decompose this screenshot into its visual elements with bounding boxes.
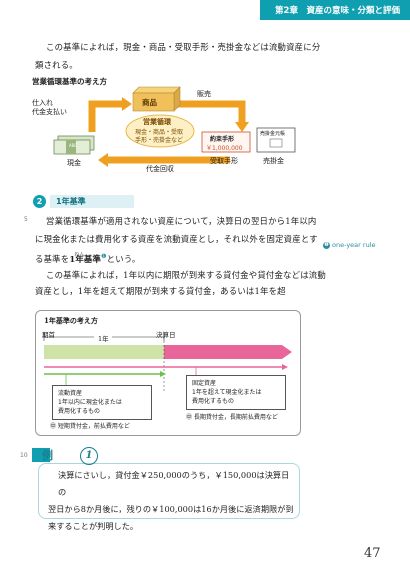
fixed-note-line-1: 固定資産 — [192, 380, 217, 387]
cycle-diagram-title: 営業循環基準の考え方 — [32, 77, 107, 86]
fixed-note-line-3: 費用化するもの — [192, 398, 235, 405]
example-number: 1 — [80, 447, 98, 465]
paragraph-2-line-2: に現金化または費用化する資産を流動資産とし，それ以外を固定資産とす — [35, 234, 318, 244]
payment-label: 代金支払い — [32, 108, 67, 116]
one-year-diagram-title: 1年基準の考え方 — [44, 316, 98, 325]
merchandise-label: 商品 — [142, 98, 157, 107]
paragraph-1-line-1: この基準によれば，現金・商品・受取手形・売掛金などは流動資産に分 — [46, 42, 321, 52]
current-period-bar — [44, 345, 164, 359]
purchase-label: 仕入れ — [32, 99, 53, 107]
cash-bundle-mark: ABC — [69, 143, 78, 148]
term-ruby: ねん — [74, 251, 85, 258]
one-year-label: 1年 — [98, 335, 109, 343]
current-note-line-3: 費用化するもの — [58, 408, 101, 415]
cash-label: 現金 — [67, 159, 81, 167]
current-assets-example: ㊥ 短期貸付金，前払費用など — [50, 423, 130, 430]
fixed-assets-example: ㊥ 長期貸付金，長期前払費用など — [186, 414, 278, 421]
fixed-assets-note: 固定資産 1年を超えて現金化または 費用化するもの — [186, 375, 286, 410]
page-header: 第2章 資産の意味・分類と評価 — [0, 0, 410, 22]
example-box — [38, 463, 300, 519]
cycle-center-line-1: 現金・商品・受取 — [135, 129, 184, 136]
arrow-head-merchandise — [122, 97, 132, 111]
receivable-book-title: 売掛金元帳 — [260, 131, 286, 137]
footnote-mark: ❶ — [101, 253, 107, 260]
example-text: 決算にさいし，貸付金￥250,000のうち，￥150,000は決算日の 翌日から… — [48, 467, 296, 535]
fixed-period-arrow — [164, 345, 292, 359]
arrow-head-sales — [235, 122, 249, 132]
chapter-title: 資産の意味・分類と評価 — [306, 6, 400, 16]
current-note-line-1: 流動資産 — [58, 390, 83, 397]
cycle-center-title: 営業循環 — [143, 118, 171, 126]
header-text: 第2章 資産の意味・分類と評価 — [275, 4, 400, 16]
current-note-line-2: 1年以内に現金化または — [58, 399, 122, 406]
side-note-mark: ❶ — [323, 242, 330, 249]
operating-cycle-diagram: 営業循環基準の考え方 仕入れ 代金支払い 商品 販売 営業循環 現金・商品・受取… — [30, 76, 300, 173]
cycle-diagram-graphics — [53, 86, 296, 167]
paragraph-2-line-5: 資産とし，1年を超えて期限が到来する貸付金，あるいは1年を超 — [35, 286, 286, 296]
section-title: 1年基準 — [50, 195, 134, 208]
promissory-note-amount: ￥1,000,000 — [206, 145, 243, 152]
arrow-cash-to-merchandise — [88, 100, 122, 132]
example-line-1: 決算にさいし，貸付金￥250,000のうち，￥150,000は決算日の — [58, 470, 290, 497]
page-number: 47 — [364, 546, 381, 561]
cycle-center-line-2: 手形・売掛金など — [135, 137, 184, 144]
header-band — [260, 0, 410, 20]
paragraph-2-line-1: 営業循環基準が適用されない資産について，決算日の翌日から1年以内 — [46, 216, 317, 226]
closing-date-label: 決算日 — [156, 331, 176, 339]
arrow-head-cash — [98, 153, 108, 167]
one-year-diagram-graphics — [43, 333, 292, 391]
example-label: 例 — [42, 449, 53, 462]
paragraph-2-line-4: この基準によれば，1年以内に期限が到来する貸付金や貸付金などは流動 — [46, 270, 326, 280]
side-note-text: one-year rule — [332, 241, 376, 249]
sales-label: 販売 — [197, 90, 211, 98]
line-marker-5: 5 — [24, 216, 28, 223]
arrow-merchandise-to-sales — [178, 100, 246, 122]
line-marker-10: 10 — [20, 452, 28, 459]
example-line-2: 翌日から8か月後に，残りの￥100,000は16か月後に返済期限が到 — [48, 504, 294, 514]
current-assets-note: 流動資産 1年以内に現金化または 費用化するもの — [52, 385, 152, 420]
example-tag — [32, 448, 50, 462]
fixed-note-line-2: 1年を超えて現金化または — [192, 389, 262, 396]
paragraph-1-line-2: 類される。 — [35, 60, 78, 70]
term-text: 1年基準 — [69, 253, 102, 264]
section-number: 2 — [33, 195, 46, 208]
promissory-note-title: 約束手形 — [210, 136, 235, 143]
notes-receivable-label: 受取手形 — [210, 157, 238, 165]
line3-suffix: という。 — [106, 253, 141, 264]
line3-prefix: る基準を — [35, 253, 70, 264]
accounts-receivable-label: 売掛金 — [263, 157, 284, 165]
collection-label: 代金回収 — [146, 165, 174, 173]
period-start-label: 期首 — [42, 331, 55, 339]
chapter-number: 第2章 — [275, 6, 298, 16]
example-line-3: 来することが判明した。 — [48, 521, 139, 531]
one-year-rule-diagram: 1年基準の考え方 期首 1年 決算日 流動資産 1年以内に現金化または 費用化す… — [35, 310, 301, 436]
